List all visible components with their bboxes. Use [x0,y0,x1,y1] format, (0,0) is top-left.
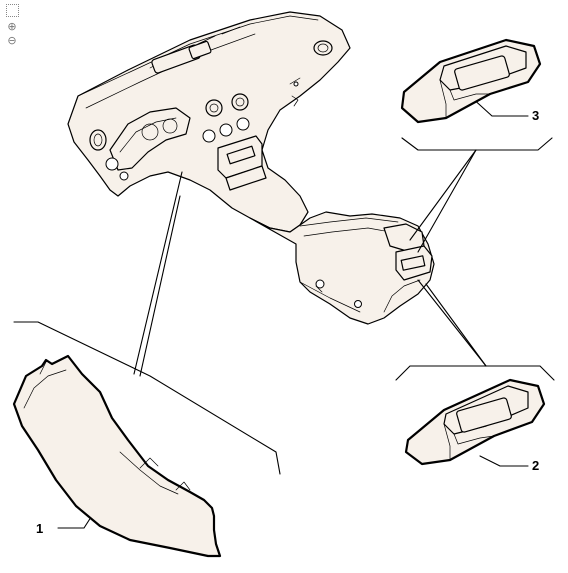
zoom-out-icon[interactable]: ⊖ [7,34,17,47]
part-3-cover [400,38,542,124]
callout-1: 1 [36,521,43,536]
center-console [249,211,435,325]
part-2-cover [404,378,546,466]
dashboard-assembly [67,11,351,233]
fit-page-icon[interactable] [6,4,19,17]
zoom-in-icon[interactable]: ⊕ [7,20,17,33]
callout-3: 3 [532,108,539,123]
callout-2: 2 [532,458,539,473]
part-1-trim-panel [12,354,222,558]
leader-lines [13,95,555,529]
